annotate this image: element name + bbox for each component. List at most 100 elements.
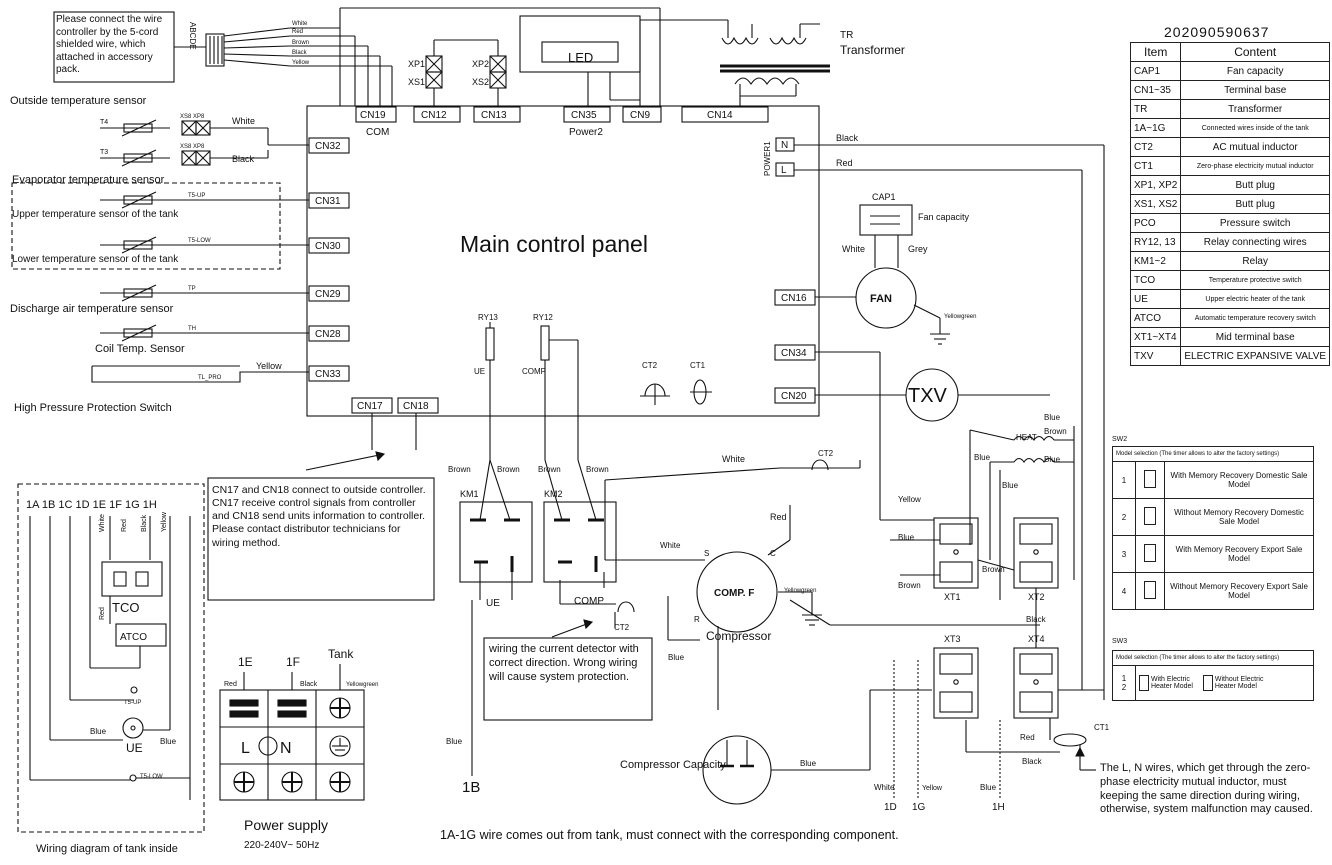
sw2-table: Model selection (The timer allows to alt… <box>1112 446 1314 610</box>
cn18-label: CN18 <box>403 401 429 412</box>
legend-item: UE <box>1129 289 1182 309</box>
legend-item: XP1, XP2 <box>1129 175 1182 195</box>
xt4-label: XT4 <box>1028 634 1045 644</box>
fan-capacity-label: Fan capacity <box>918 212 970 222</box>
heat-label: HEAT <box>1016 433 1037 442</box>
ps-tank: Tank <box>328 647 354 661</box>
upper-sensor-label: Upper temperature sensor of the tank <box>12 209 179 220</box>
km2-wire-brown-b: Brown <box>586 465 609 474</box>
xt-wire-blue-c: Blue <box>974 453 991 462</box>
sw2-row-desc: With Memory Recovery Export Sale Model <box>1164 535 1314 573</box>
xt-wire-brown-a: Brown <box>1044 427 1067 436</box>
xt-wire-blue-e: Blue <box>898 533 915 542</box>
sw3-table: Model selection (The timer allows to alt… <box>1112 650 1314 701</box>
cn14-label: CN14 <box>707 110 733 121</box>
t3-wire-black: Black <box>232 154 255 164</box>
fan-wire-white: White <box>842 244 865 254</box>
legend-content: Transformer <box>1180 99 1331 119</box>
xt-wire-blue-d: Blue <box>1002 481 1019 490</box>
legend-content: Relay connecting wires <box>1180 232 1331 252</box>
cn19-label: CN19 <box>360 110 386 121</box>
km1-label: KM1 <box>460 489 479 499</box>
tco-label: TCO <box>112 600 139 615</box>
xs8xp8-a: XS8 XP8 <box>180 114 205 120</box>
sw2-switch-icon <box>1135 461 1165 499</box>
tp-label: TP <box>188 286 196 292</box>
sw2-row-desc: With Memory Recovery Domestic Sale Model <box>1164 461 1314 499</box>
th-label: TH <box>188 326 196 332</box>
ct2-label: CT2 <box>642 361 658 370</box>
sw2-row-number: 3 <box>1112 535 1136 573</box>
ct1-label: CT1 <box>690 361 706 370</box>
tank-wire-red: Red <box>121 519 128 532</box>
sw3-row-num-1: 1 <box>1121 674 1127 683</box>
h1-label: 1H <box>992 802 1005 813</box>
current-detector-note: wiring the current detector with correct… <box>489 643 639 683</box>
legend-item: CT1 <box>1129 156 1182 176</box>
wire-brown: Brown <box>292 40 309 46</box>
legend-content: Zero-phase electricity mutual inductor <box>1180 156 1331 176</box>
comp-wire-red: Red <box>770 512 787 522</box>
wire-white: White <box>292 21 308 27</box>
outside-sensor-label: Outside temperature sensor <box>10 95 147 107</box>
legend-content: Mid terminal base <box>1180 327 1331 347</box>
fan-wire-grey: Grey <box>908 244 928 254</box>
led-label: LED <box>568 50 593 65</box>
legend-content: Pressure switch <box>1180 213 1331 233</box>
legend-item: TCO <box>1129 270 1182 290</box>
n-terminal: N <box>781 140 788 151</box>
hp-switch-label: High Pressure Protection Switch <box>14 402 172 414</box>
h1-wire-blue: Blue <box>980 783 997 792</box>
xt-wire-black-a: Black <box>1026 615 1047 624</box>
sw2-header: Model selection (The timer allows to alt… <box>1112 446 1314 462</box>
comp-f-label: COMP. F <box>714 588 754 599</box>
cn9-label: CN9 <box>630 110 650 121</box>
tank-wire-yellow: Yellow <box>161 511 168 532</box>
fan-label: FAN <box>870 293 892 305</box>
l-wire-red: Red <box>836 158 853 168</box>
cn32-label: CN32 <box>315 141 341 152</box>
xt1-label: XT1 <box>944 592 961 602</box>
ct1-bottom-label: CT1 <box>1094 723 1110 732</box>
hp-wire-yellow: Yellow <box>256 361 282 371</box>
legend-content: Upper electric heater of the tank <box>1180 289 1331 309</box>
ps-l: L <box>241 740 250 757</box>
legend-content: Fan capacity <box>1180 61 1331 81</box>
sw3-label: SW3 <box>1112 638 1127 645</box>
tank-wire-white: White <box>99 514 106 532</box>
d1-wire-white: White <box>874 783 895 792</box>
legend-item: CT2 <box>1129 137 1182 157</box>
wire-black: Black <box>292 50 308 56</box>
km2-wire-brown-a: Brown <box>538 465 561 474</box>
legend-header-content: Content <box>1180 42 1331 62</box>
t4-label: T4 <box>100 119 108 126</box>
transformer-label: Transformer <box>840 43 905 57</box>
tr-label: TR <box>840 30 853 41</box>
d1-label: 1D <box>884 802 897 813</box>
comp-wire-white: White <box>660 541 681 550</box>
tank-t5up: T5-UP <box>124 700 141 706</box>
legend-content: Terminal base <box>1180 80 1331 100</box>
xt-wire-blue-b: Blue <box>1044 455 1061 464</box>
sw2-row: 3 With Memory Recovery Export Sale Model <box>1112 535 1314 573</box>
g1-wire-yellow: Yellow <box>922 785 943 792</box>
power-supply-voltage: 220-240V~ 50Hz <box>244 840 319 851</box>
b1-label: 1B <box>462 779 480 796</box>
legend-content: Automatic temperature recovery switch <box>1180 308 1331 328</box>
km1-ue-label: UE <box>486 598 500 609</box>
n-wire-black: Black <box>836 133 859 143</box>
sw2-row-desc: Without Memory Recovery Export Sale Mode… <box>1164 572 1314 610</box>
km2-comp-label: COMP <box>574 596 604 607</box>
sw3-opt2: Without Electric Heater Model <box>1214 676 1264 690</box>
legend-content: ELECTRIC EXPANSIVE VALVE <box>1180 346 1331 366</box>
cn31-label: CN31 <box>315 196 341 207</box>
com-label: COM <box>366 127 389 138</box>
